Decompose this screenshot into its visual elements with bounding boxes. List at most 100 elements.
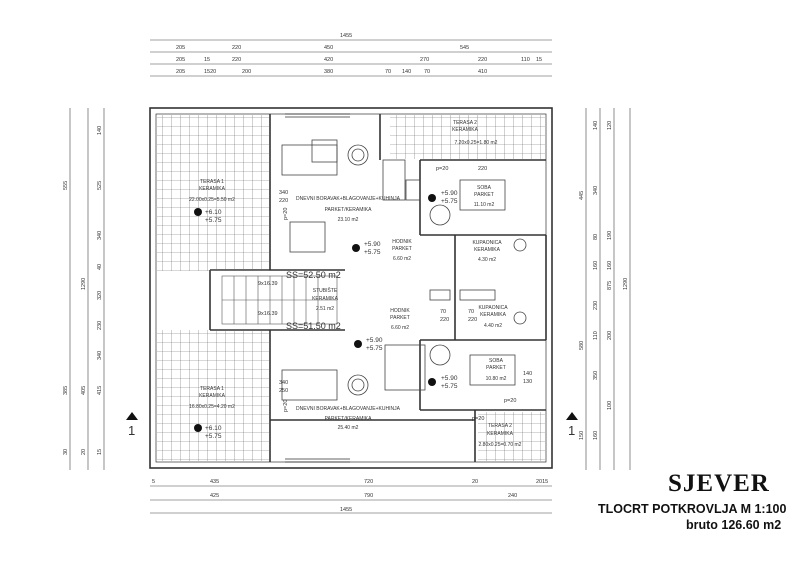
dim-left-i: 405 xyxy=(81,386,87,395)
room-sub: PARKET xyxy=(474,192,494,198)
furniture xyxy=(281,139,527,401)
dim-right-i: 160 xyxy=(607,261,613,270)
stair-labels: SS=52.50 m2 SS=51.50 m2 9x16.39 9x16.39 xyxy=(258,270,341,331)
room-sub: KERAMIKA xyxy=(452,127,479,133)
dim-top-d: 545 xyxy=(460,45,469,51)
room-name: KUPAONICA xyxy=(478,305,508,311)
dim-left-l: 15 xyxy=(97,449,103,455)
room-name: DNEVNI BORAVAK+BLAGOVANJE+KUHINJA xyxy=(296,196,401,202)
room-area: 11.10 m2 xyxy=(474,202,495,208)
room-name: KUPAONICA xyxy=(472,240,502,246)
dim-bottom-f: 425 xyxy=(210,493,219,499)
section-marker-right: 1 xyxy=(568,423,575,438)
dimension-labels-vertical: 555 1290 140 525 340 385 40 320 230 405 … xyxy=(63,121,629,455)
label: 340 xyxy=(279,380,288,386)
dim-top-i: 270 xyxy=(420,57,429,63)
dim-right-j: 580 xyxy=(579,341,585,350)
dimension-lines-bottom xyxy=(150,485,552,514)
dim-top-q: 70 xyxy=(385,69,391,75)
dimension-labels: 1455 205 220 450 545 205 15 220 420 270 … xyxy=(152,33,548,513)
label: 250 xyxy=(279,388,288,394)
label: p=20 xyxy=(283,400,289,412)
room-sub: PARKET xyxy=(390,315,410,321)
dim-bottom-h: 240 xyxy=(508,493,517,499)
dim-right-total: 1290 xyxy=(623,278,629,290)
windows xyxy=(285,113,350,463)
label: p=20 xyxy=(504,398,516,404)
room-name: TERASA 1 xyxy=(200,386,224,392)
label: 220 xyxy=(279,198,288,204)
room-sub: PARKET xyxy=(486,365,506,371)
stair-area-bottom: SS=51.50 m2 xyxy=(286,321,341,331)
level-a: +6.10 xyxy=(205,425,222,432)
room-sub: KERAMIKA xyxy=(487,431,514,437)
dim-top-o: 200 xyxy=(242,69,251,75)
dim-left-total: 1290 xyxy=(81,278,87,290)
label: 140 xyxy=(523,371,532,377)
label: 220 xyxy=(440,317,449,323)
level-b: +5.75 xyxy=(441,198,458,205)
dim-left-f: 40 xyxy=(97,264,103,270)
page-title: SJEVER xyxy=(668,470,770,497)
room-name: SOBA xyxy=(489,358,504,364)
gross-area-label: bruto 126.60 m2 xyxy=(686,518,782,532)
dimension-lines-right xyxy=(585,108,631,470)
room-sub: PARKET/KERAMIKA xyxy=(325,416,373,422)
label: 220 xyxy=(478,166,487,172)
dim-left-d: 340 xyxy=(97,231,103,240)
stair-area-top: SS=52.50 m2 xyxy=(286,270,341,280)
dim-right-a: 875 xyxy=(607,281,613,290)
room-sub: PARKET xyxy=(392,246,412,252)
room-area: 6.60 m2 xyxy=(393,256,411,262)
room-area: 2.51 m2 xyxy=(316,306,334,312)
dim-right-q: 160 xyxy=(593,431,599,440)
dim-left-k: 340 xyxy=(97,351,103,360)
dim-left-n: 30 xyxy=(63,449,69,455)
level-b: +5.75 xyxy=(441,383,458,390)
room-name: STUBIŠTE xyxy=(313,287,338,294)
dim-bottom-c: 720 xyxy=(364,479,373,485)
label: 220 xyxy=(468,317,477,323)
room-name: HODNIK xyxy=(392,239,412,245)
dim-right-f: 80 xyxy=(593,234,599,240)
dim-left-m: 20 xyxy=(81,449,87,455)
room-name: DNEVNI BORAVAK+BLAGOVANJE+KUHINJA xyxy=(296,406,401,412)
dim-top-m: 205 xyxy=(176,69,185,75)
dim-left-a: 555 xyxy=(63,181,69,190)
dim-right-n: 350 xyxy=(593,371,599,380)
dim-top-n: 1520 xyxy=(204,69,216,75)
dim-top-s: 70 xyxy=(424,69,430,75)
dim-top-l: 15 xyxy=(536,57,542,63)
dim-right-h: 160 xyxy=(593,261,599,270)
level-b: +5.75 xyxy=(205,217,222,224)
room-name: HODNIK xyxy=(390,308,410,314)
section-marker-labels: 1 1 xyxy=(128,423,575,438)
label: p=20 xyxy=(472,416,484,422)
room-sub: KERAMIKA xyxy=(312,296,339,302)
dim-top-k: 110 xyxy=(521,57,530,63)
dim-right-d: 445 xyxy=(579,191,585,200)
room-sub: KERAMIKA xyxy=(480,312,507,318)
dim-bottom-g: 790 xyxy=(364,493,373,499)
drawing-subtitle: TLOCRT POTKROVLJA M 1:100 xyxy=(598,502,787,516)
misc-labels: 340 220 p=20 340 250 p=20 220 p=20 70 22… xyxy=(279,166,532,422)
dim-top-p: 380 xyxy=(324,69,333,75)
dim-top-c: 450 xyxy=(324,45,333,51)
room-sub: PARKET/KERAMIKA xyxy=(325,207,373,213)
room-name: TERASA 2 xyxy=(488,423,512,429)
room-labels: TERASA 1 KERAMIKA 22.00x0.25=5.50 m2 TER… xyxy=(189,120,522,448)
dim-bottom-e: 2015 xyxy=(536,479,548,485)
level-b: +5.75 xyxy=(364,249,381,256)
dim-right-o: 100 xyxy=(607,401,613,410)
dim-bottom-d: 20 xyxy=(472,479,478,485)
dim-bottom-b: 435 xyxy=(210,479,219,485)
room-area: 10.80 m2 xyxy=(486,376,507,382)
dim-left-j: 415 xyxy=(97,386,103,395)
dim-top-a: 205 xyxy=(176,45,185,51)
dim-left-h: 230 xyxy=(97,321,103,330)
room-area: 25.40 m2 xyxy=(338,425,359,431)
label: 130 xyxy=(523,379,532,385)
dim-top-r: 140 xyxy=(402,69,411,75)
section-marker-left: 1 xyxy=(128,423,135,438)
